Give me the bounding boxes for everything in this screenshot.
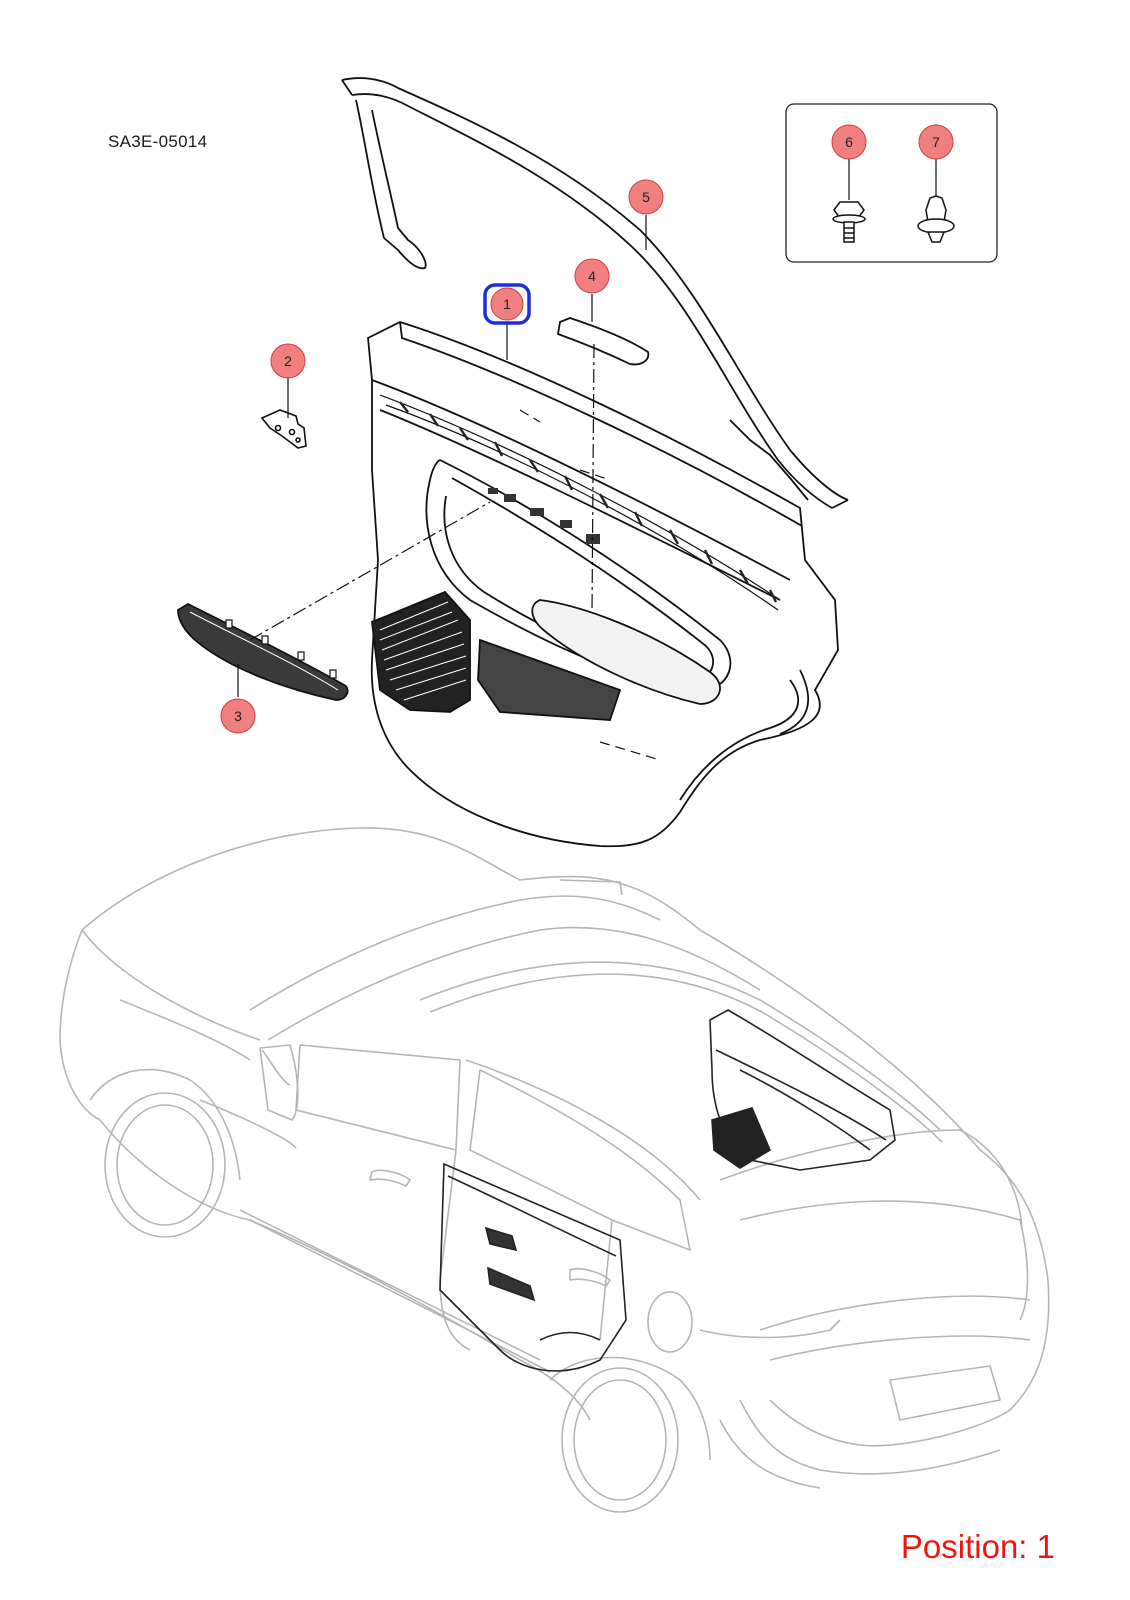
callout-4-number: 4 — [588, 268, 596, 284]
part-4-trim-strip[interactable] — [556, 317, 650, 366]
locator-highlighted-door — [439, 1009, 896, 1372]
vehicle-locator-outline — [59, 827, 1050, 1513]
callout-1-number: 1 — [503, 296, 511, 312]
callout-5-number: 5 — [642, 189, 650, 205]
callout-6[interactable]: 6 — [831, 124, 867, 160]
callout-7[interactable]: 7 — [918, 124, 954, 160]
callout-2-number: 2 — [284, 353, 292, 369]
callout-6-number: 6 — [845, 134, 853, 150]
callout-1[interactable]: 1 — [483, 283, 531, 325]
callout-leaders — [237, 158, 937, 697]
callout-2[interactable]: 2 — [270, 343, 306, 379]
callout-3[interactable]: 3 — [220, 698, 256, 734]
part-6-bolt[interactable] — [832, 201, 866, 243]
part-1-door-trim-panel[interactable] — [367, 321, 839, 848]
position-label: Position: 1 — [900, 1528, 1055, 1565]
fastener-box — [785, 103, 998, 263]
callout-7-number: 7 — [932, 134, 940, 150]
callout-3-number: 3 — [234, 708, 242, 724]
callout-5[interactable]: 5 — [628, 179, 664, 215]
assembly-lines — [249, 343, 595, 641]
diagram-code: SA3E-05014 — [108, 132, 208, 151]
part-3-switch-bezel[interactable] — [177, 602, 349, 701]
part-7-clip[interactable] — [917, 195, 955, 243]
panel-clip-band — [379, 394, 781, 611]
callout-4[interactable]: 4 — [574, 258, 610, 294]
part-2-bracket[interactable] — [260, 409, 307, 449]
part-5-weatherstrip[interactable] — [341, 77, 849, 509]
